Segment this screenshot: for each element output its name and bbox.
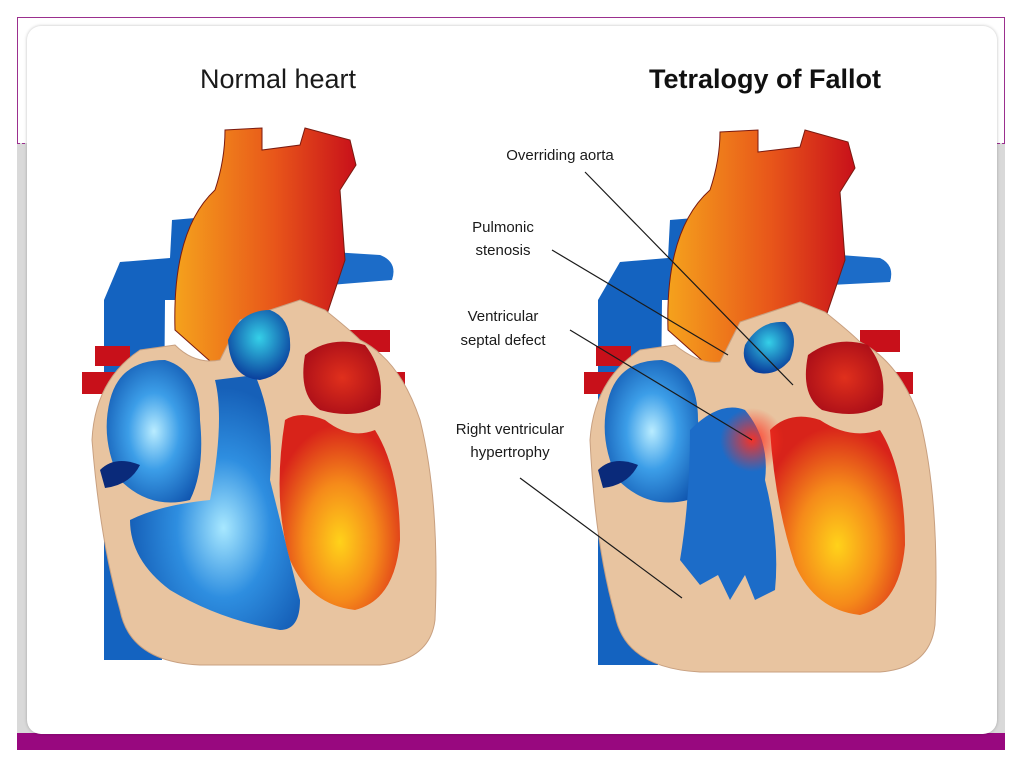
slide-bottom-bar [17,733,1005,750]
normal-heart-illustration [82,127,437,666]
label-vsd-line1: Ventricular [468,308,539,325]
label-rvh-line2: hypertrophy [470,444,550,461]
leader-lines [519,171,794,599]
leader-rvh [519,477,683,599]
normal-heart-title: Normal heart [200,64,357,94]
label-pulmonic-line1: Pulmonic [472,219,534,236]
tetralogy-heart-illustration [584,129,937,673]
label-overriding-aorta: Overriding aorta [506,147,614,164]
slide-divider-right [997,143,1005,145]
leader-vsd [569,329,753,441]
label-rvh-line1: Right ventricular [456,421,564,438]
slide-divider-left [17,143,25,145]
tetralogy-title: Tetralogy of Fallot [649,64,881,94]
leader-overriding-aorta [584,171,794,386]
label-pulmonic-line2: stenosis [475,242,530,259]
leader-pulmonic-stenosis [551,249,729,356]
label-vsd-line2: septal defect [460,332,546,349]
